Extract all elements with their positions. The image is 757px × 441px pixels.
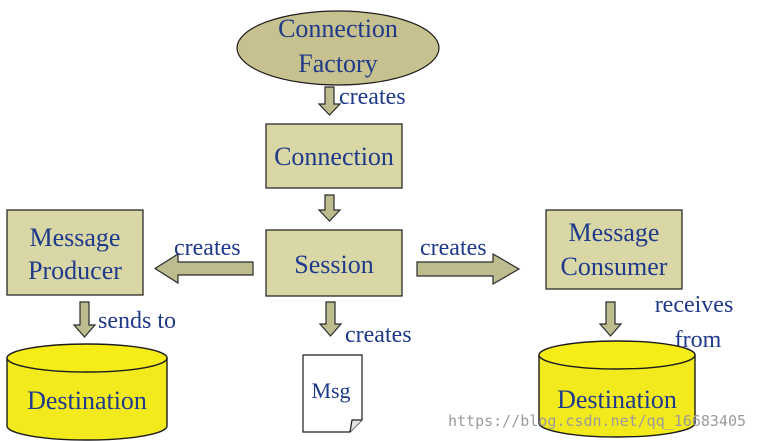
edge-label-factory-creates: creates	[339, 84, 406, 110]
msg-label: Msg	[311, 378, 350, 403]
destination-left-label: Destination	[27, 386, 147, 415]
message-consumer-node: Message Consumer	[545, 209, 683, 290]
connection-factory-node: Connection Factory	[236, 10, 440, 86]
message-producer-label-line1: Message	[30, 223, 121, 252]
message-producer-label-line2: Producer	[28, 256, 122, 285]
arrow-producer-to-destination: sends to	[72, 301, 176, 338]
msg-document-node: Msg	[302, 354, 363, 433]
session-node: Session	[265, 229, 403, 297]
message-consumer-label-line2: Consumer	[561, 252, 668, 281]
edge-label-sends-to: sends to	[98, 308, 176, 334]
edge-label-session-creates-consumer: creates	[420, 235, 487, 261]
destination-right-label: Destination	[557, 385, 677, 414]
arrow-session-to-consumer: creates	[416, 235, 521, 286]
connection-factory-label-line1: Connection	[278, 14, 398, 43]
message-consumer-label-line1: Message	[569, 218, 660, 247]
connection-label: Connection	[274, 142, 394, 171]
message-producer-node: Message Producer	[6, 209, 144, 296]
arrow-factory-to-connection: creates	[317, 84, 406, 116]
edge-label-receives-line1: receives	[655, 292, 734, 318]
watermark-text: https://blog.csdn.net/qq_16683405	[448, 412, 746, 430]
connection-node: Connection	[265, 123, 403, 189]
arrow-connection-to-session	[317, 194, 342, 222]
arrow-session-to-producer: creates	[153, 235, 254, 285]
destination-right-node: Destination	[538, 340, 696, 438]
connection-factory-label-line2: Factory	[298, 49, 377, 78]
edge-label-session-creates-producer: creates	[174, 235, 241, 261]
edge-label-session-creates-msg: creates	[345, 322, 412, 348]
arrow-session-to-msg: creates	[318, 301, 412, 348]
destination-left-node: Destination	[6, 343, 168, 441]
session-label: Session	[294, 250, 373, 279]
